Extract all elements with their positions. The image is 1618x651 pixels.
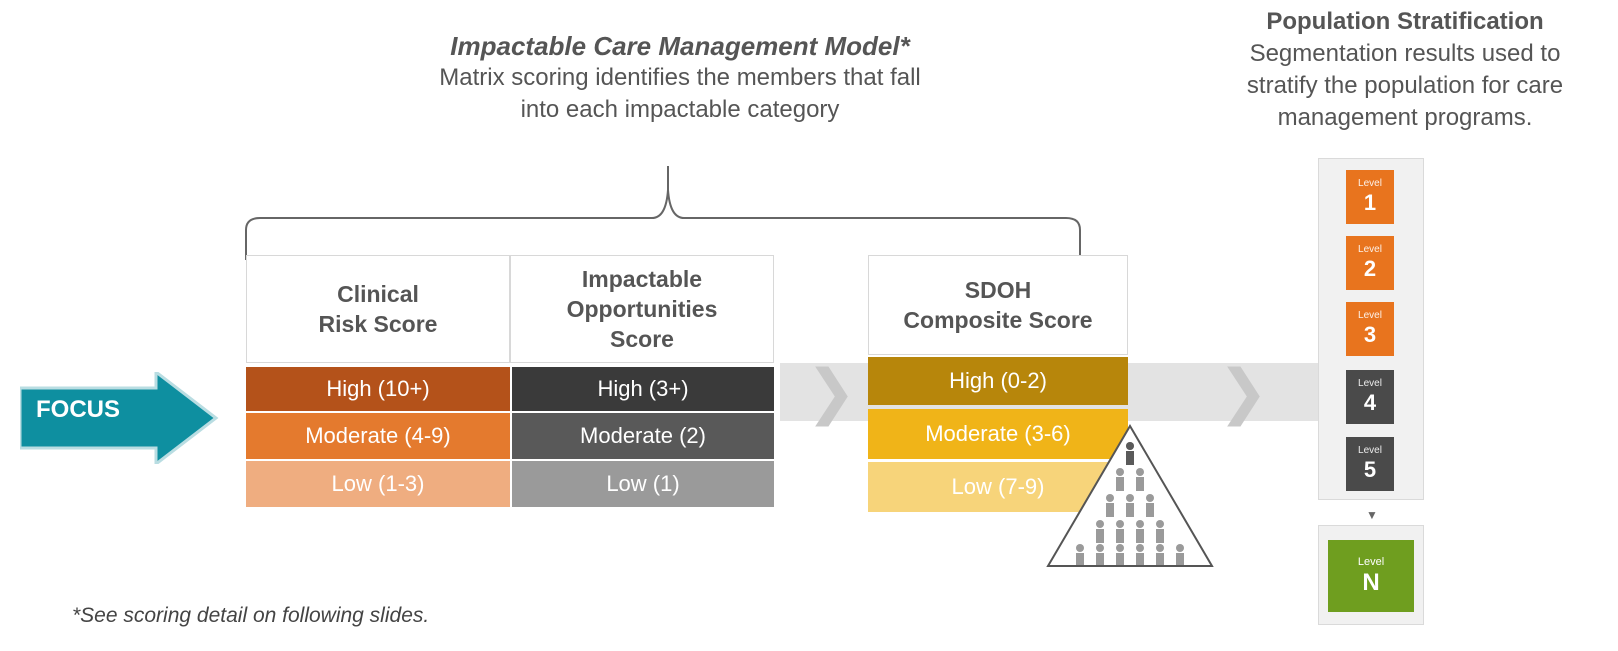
level-word: Level <box>1358 244 1382 255</box>
impactable-high-cell: High (3+) <box>512 367 774 411</box>
stratification-title-block: Population Stratification Segmentation r… <box>1200 6 1610 134</box>
stratification-title: Population Stratification <box>1266 8 1544 35</box>
header-line: Composite Score <box>903 307 1093 333</box>
level-number: 2 <box>1363 256 1377 281</box>
header-line: Clinical <box>337 281 419 307</box>
header-line: Risk Score <box>318 311 438 337</box>
header-line: Score <box>610 326 674 352</box>
header-line: Impactable <box>581 266 703 292</box>
level-n-badge: Level N <box>1328 540 1414 612</box>
level-5-badge: Level 5 <box>1346 437 1394 491</box>
stratification-line2: stratify the population for care <box>1246 72 1564 99</box>
level-word: Level <box>1358 378 1382 389</box>
level-1-badge: Level 1 <box>1346 170 1394 224</box>
stratification-line1: Segmentation results used to <box>1249 40 1561 67</box>
population-pyramid-icon <box>1046 424 1214 567</box>
more-levels-down-icon: ▼ <box>1366 508 1378 522</box>
model-title: Impactable Care Management Model* <box>450 31 910 61</box>
level-word: Level <box>1358 445 1382 456</box>
curly-bracket <box>245 166 1081 260</box>
level-word: Level <box>1357 556 1385 568</box>
model-title-block: Impactable Care Management Model* Matrix… <box>330 30 1030 126</box>
header-line: SDOH <box>964 277 1032 303</box>
stratification-line3: management programs. <box>1277 104 1533 131</box>
level-word: Level <box>1358 310 1382 321</box>
level-2-badge: Level 2 <box>1346 236 1394 290</box>
focus-label: FOCUS <box>36 396 120 423</box>
level-number: 1 <box>1363 190 1377 215</box>
level-word: Level <box>1358 178 1382 189</box>
level-number: 4 <box>1363 390 1377 415</box>
impactable-moderate-cell: Moderate (2) <box>512 413 774 459</box>
sdoh-high-cell: High (0-2) <box>868 357 1128 405</box>
sdoh-moderate-cell: Moderate (3-6) <box>868 409 1128 459</box>
clinical-high-cell: High (10+) <box>246 367 510 411</box>
level-number: 3 <box>1363 322 1377 347</box>
header-line: Opportunities <box>566 296 718 322</box>
impactable-low-cell: Low (1) <box>512 461 774 507</box>
clinical-risk-header: Clinical Risk Score <box>246 255 510 363</box>
chevron-right-icon: ❯ <box>1218 358 1269 425</box>
sdoh-header: SDOH Composite Score <box>868 255 1128 355</box>
level-number: 5 <box>1363 457 1377 482</box>
model-subtitle-line1: Matrix scoring identifies the members th… <box>439 64 921 91</box>
chevron-right-icon: ❯ <box>806 358 857 425</box>
clinical-moderate-cell: Moderate (4-9) <box>246 413 510 459</box>
focus-arrow <box>20 372 219 464</box>
model-subtitle-line2: into each impactable category <box>520 96 840 123</box>
level-3-badge: Level 3 <box>1346 302 1394 356</box>
clinical-low-cell: Low (1-3) <box>246 461 510 507</box>
level-number: N <box>1362 569 1380 596</box>
impactable-opportunities-header: Impactable Opportunities Score <box>510 255 774 363</box>
level-4-badge: Level 4 <box>1346 370 1394 424</box>
footnote: *See scoring detail on following slides. <box>72 604 430 627</box>
